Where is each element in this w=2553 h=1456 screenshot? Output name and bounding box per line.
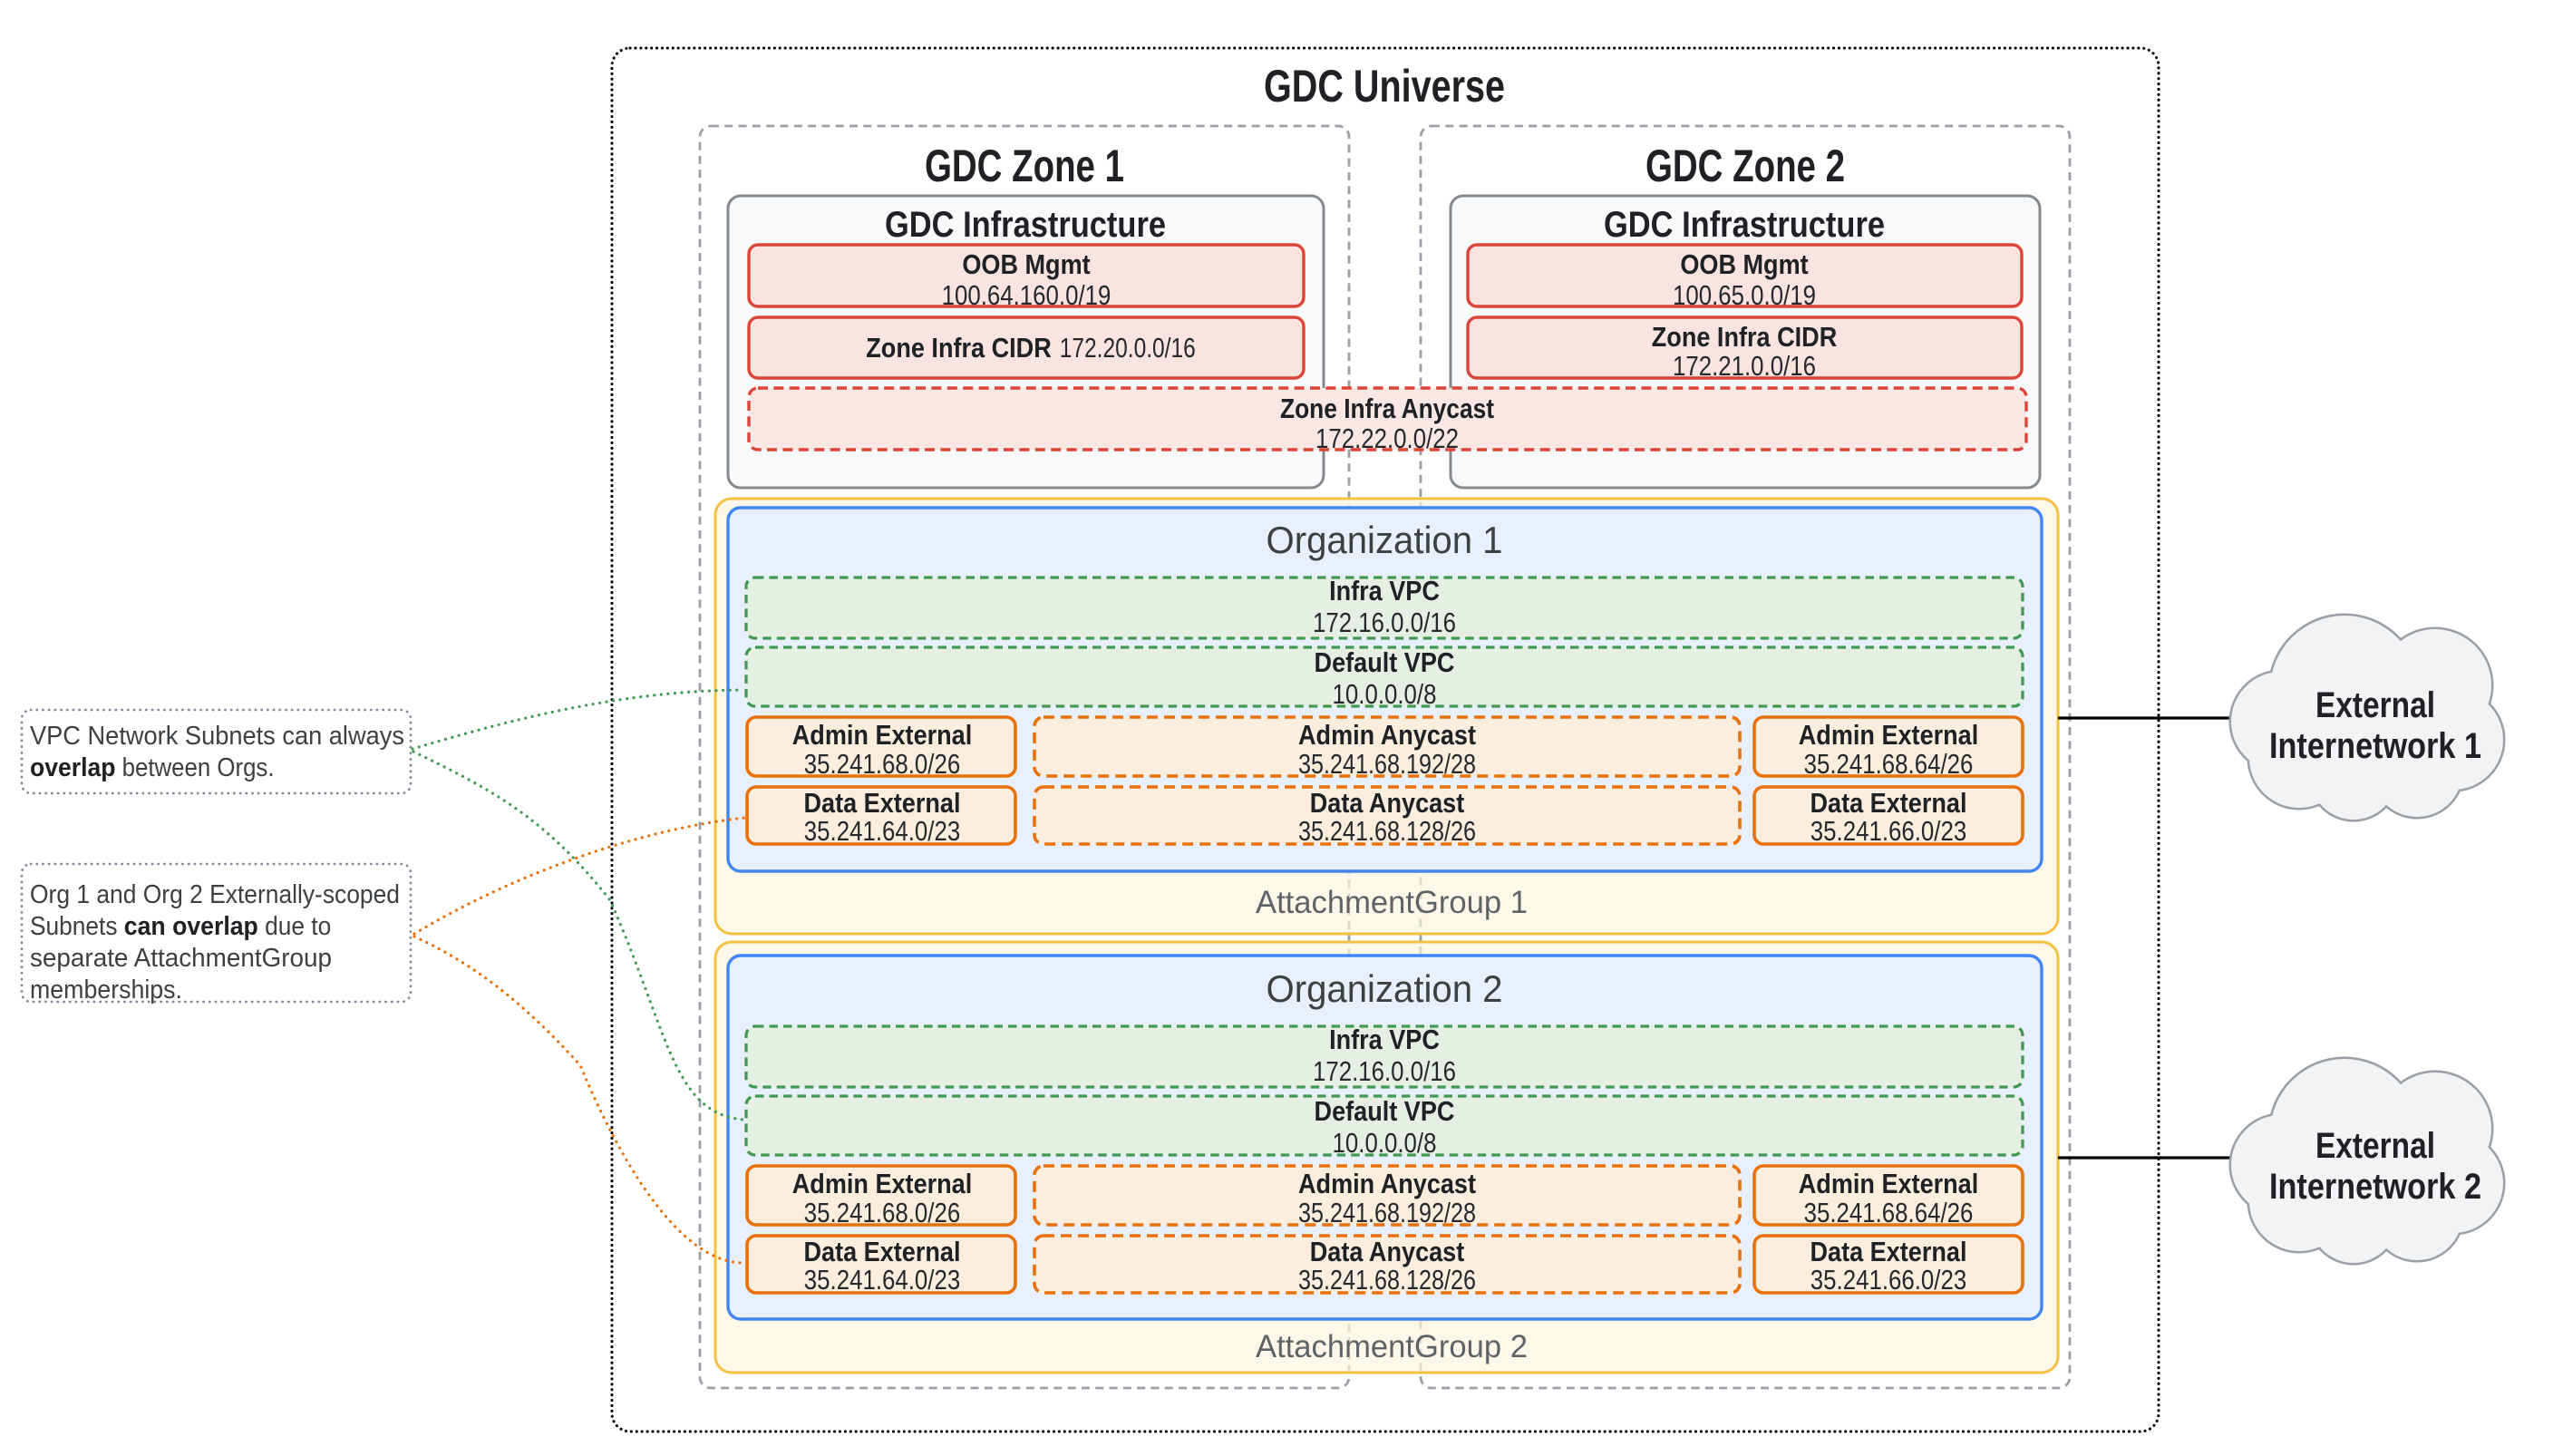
svg-text:172.21.0.0/16: 172.21.0.0/16 <box>1673 350 1816 382</box>
svg-text:Infra VPC: Infra VPC <box>1329 575 1440 607</box>
svg-text:Admin Anycast: Admin Anycast <box>1298 1168 1476 1199</box>
svg-text:GDC Zone 2: GDC Zone 2 <box>1645 141 1845 191</box>
svg-text:35.241.64.0/23: 35.241.64.0/23 <box>804 1264 960 1296</box>
svg-text:35.241.68.0/26: 35.241.68.0/26 <box>804 748 960 780</box>
svg-text:35.241.68.192/28: 35.241.68.192/28 <box>1298 748 1476 780</box>
svg-text:Default VPC: Default VPC <box>1315 646 1455 678</box>
svg-text:can overlap: can overlap <box>124 912 258 941</box>
svg-text:Zone Infra Anycast: Zone Infra Anycast <box>1280 393 1494 424</box>
svg-text:Data Anycast: Data Anycast <box>1310 1236 1465 1267</box>
svg-text:GDC Zone 1: GDC Zone 1 <box>925 141 1124 191</box>
svg-text:Admin Anycast: Admin Anycast <box>1298 719 1476 751</box>
svg-text:Data Anycast: Data Anycast <box>1310 787 1465 819</box>
svg-text:AttachmentGroup 1: AttachmentGroup 1 <box>1256 885 1528 920</box>
svg-text:GDC Universe: GDC Universe <box>1264 61 1505 112</box>
svg-text:Subnets: Subnets <box>30 912 124 941</box>
svg-text:35.241.68.192/28: 35.241.68.192/28 <box>1298 1197 1476 1228</box>
svg-text:172.16.0.0/16: 172.16.0.0/16 <box>1313 1055 1456 1087</box>
svg-text:172.16.0.0/16: 172.16.0.0/16 <box>1313 607 1456 638</box>
svg-text:35.241.64.0/23: 35.241.64.0/23 <box>804 815 960 847</box>
svg-text:Admin External: Admin External <box>1799 719 1979 751</box>
svg-text:Data External: Data External <box>804 1236 961 1267</box>
svg-text:Zone Infra CIDR: Zone Infra CIDR <box>866 332 1052 364</box>
svg-text:GDC Infrastructure: GDC Infrastructure <box>885 205 1166 245</box>
svg-text:35.241.66.0/23: 35.241.66.0/23 <box>1810 815 1966 847</box>
svg-text:OOB Mgmt: OOB Mgmt <box>1680 248 1808 280</box>
svg-text:35.241.68.128/26: 35.241.68.128/26 <box>1298 815 1476 847</box>
svg-text:VPC Network Subnets can always: VPC Network Subnets can always <box>30 722 404 751</box>
svg-text:35.241.68.0/26: 35.241.68.0/26 <box>804 1197 960 1228</box>
svg-text:overlap: overlap <box>30 753 116 782</box>
svg-text:Internetwork 1: Internetwork 1 <box>2269 726 2481 766</box>
svg-text:Admin External: Admin External <box>792 1168 973 1199</box>
svg-text:35.241.68.64/26: 35.241.68.64/26 <box>1804 748 1974 780</box>
svg-text:separate AttachmentGroup: separate AttachmentGroup <box>30 944 332 973</box>
svg-text:AttachmentGroup 2: AttachmentGroup 2 <box>1256 1329 1528 1364</box>
svg-text:Data External: Data External <box>1810 787 1967 819</box>
svg-text:due to: due to <box>258 912 331 941</box>
svg-text:Organization 2: Organization 2 <box>1267 967 1503 1010</box>
svg-text:Infra VPC: Infra VPC <box>1329 1024 1440 1055</box>
svg-text:External: External <box>2315 1126 2435 1166</box>
svg-text:35.241.68.64/26: 35.241.68.64/26 <box>1804 1197 1974 1228</box>
svg-text:35.241.68.128/26: 35.241.68.128/26 <box>1298 1264 1476 1296</box>
svg-text:OOB Mgmt: OOB Mgmt <box>962 248 1090 280</box>
svg-text:Data External: Data External <box>1810 1236 1967 1267</box>
svg-text:10.0.0.0/8: 10.0.0.0/8 <box>1333 1127 1437 1159</box>
svg-text:memberships.: memberships. <box>30 976 182 1005</box>
svg-text:GDC Infrastructure: GDC Infrastructure <box>1604 205 1885 245</box>
svg-text:172.20.0.0/16: 172.20.0.0/16 <box>1060 332 1196 364</box>
svg-text:Zone Infra CIDR: Zone Infra CIDR <box>1652 321 1838 353</box>
svg-text:Data External: Data External <box>804 787 961 819</box>
svg-text:Org 1 and Org 2 Externally-sco: Org 1 and Org 2 Externally-scoped <box>30 880 400 909</box>
svg-text:Admin External: Admin External <box>1799 1168 1979 1199</box>
svg-text:100.64.160.0/19: 100.64.160.0/19 <box>942 279 1111 311</box>
svg-text:External: External <box>2315 685 2435 725</box>
svg-text:100.65.0.0/19: 100.65.0.0/19 <box>1673 279 1816 311</box>
svg-text:172.22.0.0/22: 172.22.0.0/22 <box>1315 422 1459 454</box>
svg-text:Default VPC: Default VPC <box>1315 1095 1455 1127</box>
svg-text:10.0.0.0/8: 10.0.0.0/8 <box>1333 678 1437 710</box>
svg-text:Internetwork 2: Internetwork 2 <box>2269 1167 2481 1207</box>
svg-text:Organization 1: Organization 1 <box>1267 519 1503 561</box>
svg-text:between Orgs.: between Orgs. <box>116 753 275 782</box>
svg-text:35.241.66.0/23: 35.241.66.0/23 <box>1810 1264 1966 1296</box>
svg-text:Admin External: Admin External <box>792 719 973 751</box>
